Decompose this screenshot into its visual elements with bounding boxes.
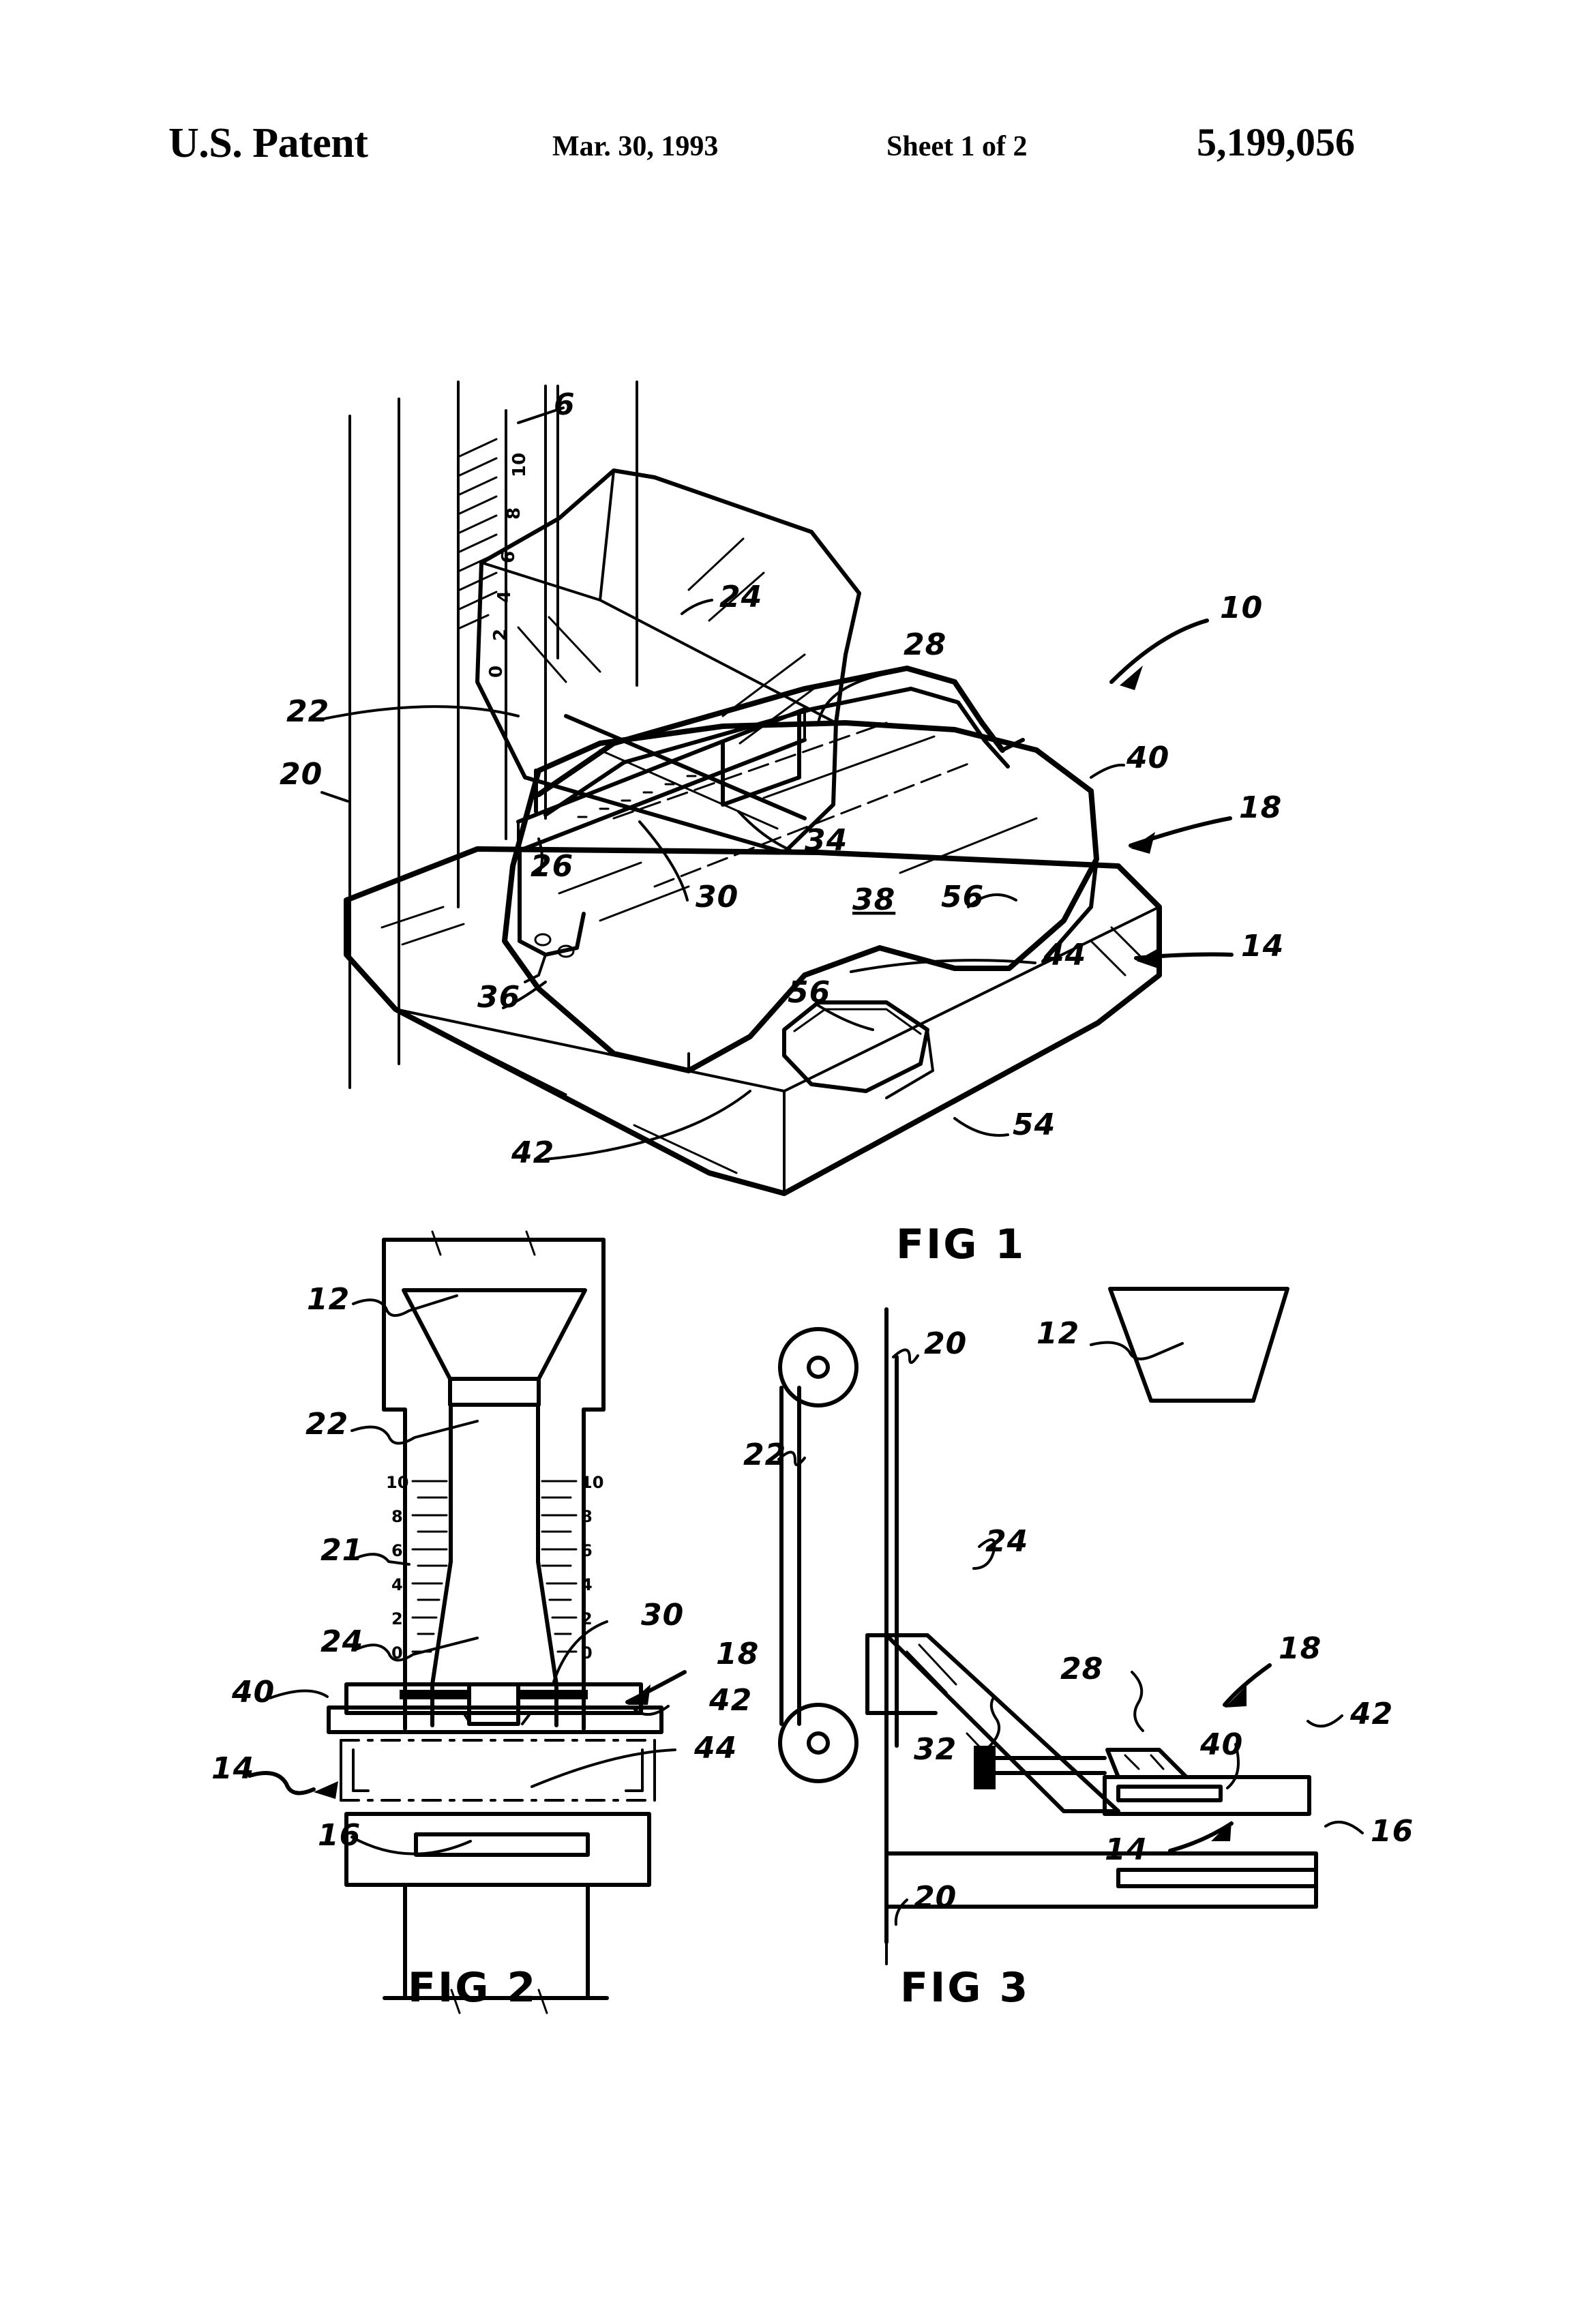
ref-numeral: 12: [307, 1282, 350, 1317]
figure-1-drawing: 10 8 6 4 2 0: [280, 381, 1284, 1268]
ref-numeral: 34: [805, 823, 848, 858]
ref-numeral: 44: [1043, 938, 1086, 972]
ref-numeral: 18: [716, 1637, 759, 1671]
cup-detail-12-fig3: [1090, 1287, 1289, 1403]
patent-number: 5,199,056: [1197, 120, 1355, 164]
clamp-32-fig3: [974, 1746, 1107, 1789]
scale-tick-2: 2: [581, 1609, 593, 1628]
reference-numerals-fig1: 6 24 28 10 22 40 20 18 26 34 30 38 56 14…: [280, 387, 1284, 1170]
ref-numeral: 44: [693, 1731, 737, 1766]
hinge-bar-fig1: [516, 707, 807, 853]
figure-2-drawing: 10 8 6 4 2 0 10 8 6 4 2 0: [211, 1230, 759, 2014]
scale-tick-2: 2: [490, 629, 511, 641]
scale-tick-10: 10: [386, 1473, 408, 1492]
ref-numeral: 56: [788, 975, 831, 1010]
ref-numeral: 16: [318, 1818, 361, 1853]
ref-numeral: 42: [708, 1683, 752, 1718]
scale-tick-0: 0: [391, 1643, 403, 1663]
ref-numeral: 28: [1060, 1652, 1103, 1686]
patent-date: Mar. 30, 1993: [552, 131, 719, 162]
base-block-14-fig2: [344, 1812, 651, 2014]
ref-numeral: 40: [231, 1675, 275, 1710]
ref-numeral: 20: [280, 757, 323, 792]
contoured-tray-fig1: [502, 720, 1099, 1073]
cup-12-fig2: [402, 1288, 587, 1407]
scale-tick-10: 10: [581, 1473, 603, 1492]
scale-tick-8: 8: [581, 1507, 593, 1526]
base-platform-fig1: [344, 846, 1162, 1196]
ref-numeral: 18: [1279, 1631, 1322, 1666]
ref-numeral: 20: [914, 1880, 957, 1915]
ref-numeral: 36: [477, 980, 520, 1015]
scale-tick-6: 6: [391, 1541, 403, 1560]
pad-54-fig1: [782, 1000, 934, 1099]
scale-tick-8: 8: [504, 507, 524, 520]
patent-office-label: U.S. Patent: [168, 120, 368, 166]
ref-numeral: 24: [985, 1524, 1028, 1559]
ref-numeral: 21: [320, 1533, 363, 1568]
scale-tick-0: 0: [486, 666, 507, 678]
reference-numerals-fig3: 20 12 22 24 28 18 42 40 32 16 14 20: [743, 1316, 1414, 1915]
ref-numeral: 22: [286, 694, 329, 729]
ref-numeral: 24: [719, 580, 762, 614]
scale-tick-4: 4: [391, 1575, 403, 1594]
base-14-fig3: [884, 1851, 1318, 1909]
ref-numeral: 14: [1105, 1832, 1148, 1867]
scale-markings-fig1: 10 8 6 4 2 0: [457, 438, 530, 678]
reference-leaders-fig2: [248, 1294, 687, 1856]
flange-40-fig2: [327, 1682, 663, 1734]
reference-leaders-fig3: [777, 1348, 1364, 1926]
hinge-panel-fig3: [1103, 1748, 1311, 1816]
ref-numeral: 20: [924, 1326, 967, 1361]
ref-numeral: 30: [696, 880, 738, 914]
reference-numerals-fig2: 12 22 21 30 24 18 40 42 44 14 16: [211, 1282, 759, 1853]
ref-numeral: 42: [1349, 1697, 1393, 1731]
ref-numeral: 24: [320, 1624, 363, 1659]
ref-numeral: 10: [1220, 591, 1263, 625]
figure-3-drawing: 20 12 22 24 28 18 42 40 32 16 14 20 FIG …: [743, 1287, 1414, 2012]
ref-numeral: 30: [641, 1598, 684, 1633]
figure-1-caption: FIG 1: [896, 1221, 1026, 1268]
wall-track-20-fig3: [778, 1307, 899, 1965]
rail-handle-fig1: [536, 666, 1025, 817]
scale-tick-0: 0: [581, 1643, 593, 1663]
ref-numeral: 40: [1199, 1727, 1243, 1762]
mount-block-fig3: [865, 1633, 889, 1715]
ref-numeral: 40: [1126, 741, 1169, 775]
ref-numeral: 56: [941, 880, 984, 914]
figure-2-caption: FIG 2: [408, 1964, 537, 2012]
ref-numeral: 32: [914, 1732, 957, 1767]
ref-numeral: 18: [1239, 790, 1282, 825]
ref-numeral: 16: [1371, 1814, 1414, 1849]
scale-markings-fig2-right: 10 8 6 4 2 0: [541, 1473, 603, 1663]
hidden-outline-42-fig2: [340, 1739, 656, 1802]
scale-tick-2: 2: [391, 1609, 403, 1628]
ref-numeral: 22: [305, 1407, 348, 1442]
ref-numeral: 22: [743, 1437, 786, 1472]
bracket-36-fig1: [518, 850, 586, 983]
wall-column-fig1: [348, 381, 638, 1089]
reference-leaders-fig1: [319, 406, 1234, 1161]
ref-numeral: 14: [211, 1751, 254, 1786]
patent-header: U.S. Patent Mar. 30, 1993 Sheet 1 of 2 5…: [0, 119, 1582, 194]
ref-numeral: 54: [1013, 1107, 1056, 1142]
post-22-fig2: [382, 1403, 606, 1731]
ref-numeral: 14: [1241, 929, 1284, 964]
scale-tick-8: 8: [391, 1507, 403, 1526]
scale-tick-6: 6: [498, 551, 519, 563]
scale-tick-10: 10: [509, 453, 530, 477]
scale-tick-6: 6: [581, 1541, 593, 1560]
figure-3-caption: FIG 3: [900, 1964, 1030, 2012]
ref-numeral: 12: [1036, 1316, 1079, 1351]
ref-numeral: 6: [554, 387, 576, 422]
ref-numeral: 26: [531, 849, 573, 884]
scale-tick-4: 4: [581, 1575, 593, 1594]
ref-numeral: 42: [511, 1135, 554, 1170]
scale-tick-4: 4: [494, 591, 515, 603]
sheet-indicator: Sheet 1 of 2: [886, 131, 1028, 162]
ref-numeral: 38: [852, 882, 895, 917]
ref-numeral: 28: [904, 627, 946, 662]
backrest-panel-fig1: [475, 468, 861, 854]
scale-markings-fig2-left: 10 8 6 4 2 0: [386, 1473, 448, 1663]
